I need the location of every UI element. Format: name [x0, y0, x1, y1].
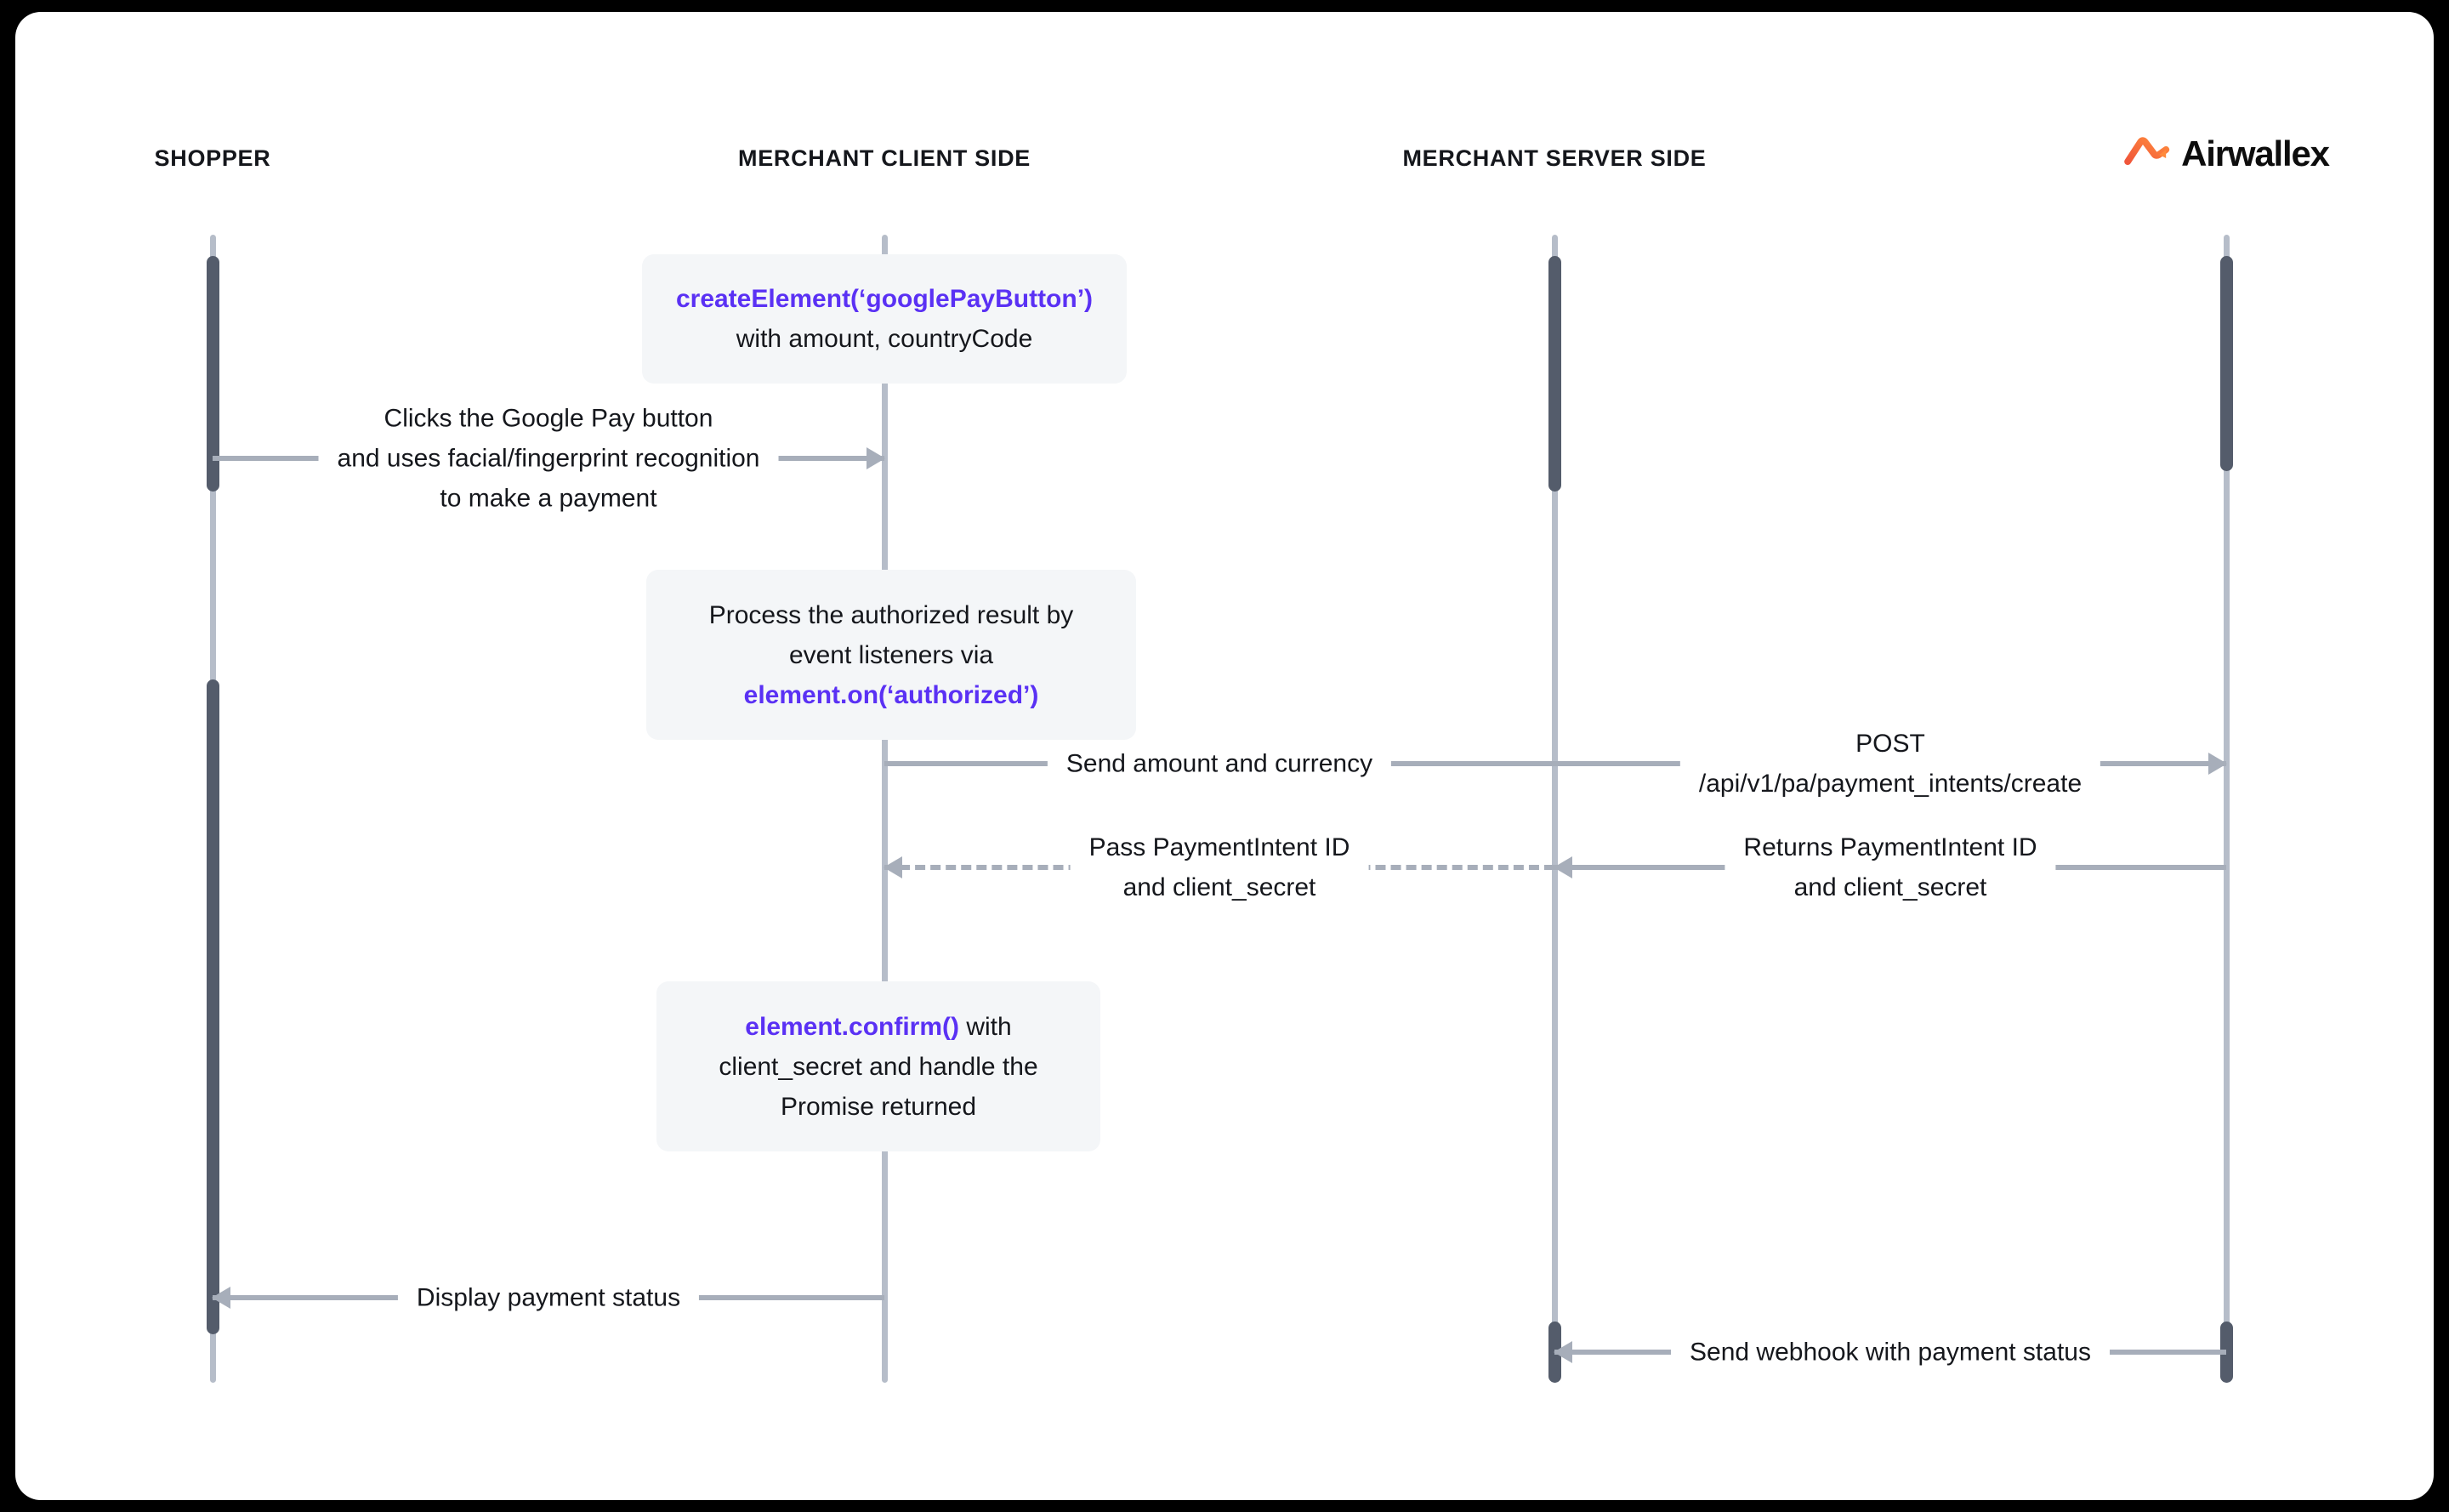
- actor-label-shopper: SHOPPER: [154, 145, 271, 171]
- message-label: Send webhook with payment status: [1671, 1332, 2110, 1373]
- arrowhead-left-icon: [1554, 1341, 1572, 1363]
- activation-shopper-main: [206, 679, 219, 1334]
- message-label: POST /api/v1/pa/payment_intents/create: [1679, 724, 2101, 804]
- airwallex-mark-icon: [2123, 135, 2171, 173]
- message-label: Pass PaymentIntent ID and client_secret: [1070, 827, 1369, 907]
- message-label: Display payment status: [397, 1277, 700, 1318]
- airwallex-wordmark: Airwallex: [2181, 134, 2330, 173]
- lifeline-airwallex: [2223, 235, 2230, 1383]
- activation-shopper-top: [206, 256, 219, 492]
- airwallex-logo: Airwallex: [2123, 134, 2330, 174]
- arrowhead-left-icon: [1554, 856, 1572, 878]
- message-label: Send amount and currency: [1047, 743, 1392, 784]
- activation-server-top: [1548, 256, 1561, 492]
- note-process-authorized: Process the authorized result by event l…: [646, 570, 1136, 740]
- lifeline-client: [881, 235, 888, 1383]
- note-element-confirm-line-0: element.confirm() with: [745, 1012, 1012, 1041]
- message-label: Returns PaymentIntent ID and client_secr…: [1725, 827, 2056, 907]
- arrowhead-right-icon: [867, 447, 885, 469]
- message-label: Clicks the Google Pay button and uses fa…: [318, 398, 779, 519]
- note-element-confirm: element.confirm() with client_secret and…: [656, 981, 1100, 1151]
- arrowhead-left-icon: [212, 1287, 230, 1309]
- lifeline-server: [1551, 235, 1558, 1383]
- arrowhead-right-icon: [2208, 753, 2227, 775]
- activation-airwallex-top: [2219, 256, 2233, 471]
- note-create-element: createElement(‘googlePayButton’) with am…: [642, 254, 1127, 384]
- actor-label-merchant-server-side: MERCHANT SERVER SIDE: [1402, 145, 1707, 171]
- actor-label-merchant-client-side: MERCHANT CLIENT SIDE: [738, 145, 1031, 171]
- arrowhead-left-icon: [884, 856, 902, 878]
- diagram-canvas: SHOPPER MERCHANT CLIENT SIDE MERCHANT SE…: [15, 12, 2434, 1500]
- activation-airwallex-webhook: [2219, 1322, 2233, 1383]
